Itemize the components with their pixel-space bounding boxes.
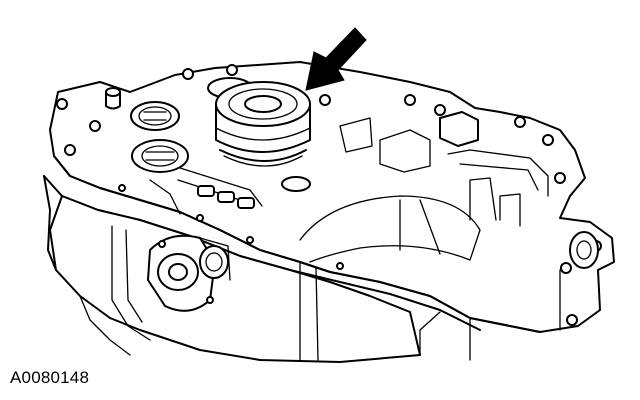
right-ribs xyxy=(339,111,549,227)
indicator-arrow xyxy=(305,27,367,91)
seal-housing xyxy=(215,81,311,167)
central-cavity xyxy=(281,176,481,263)
right-bore xyxy=(569,231,599,269)
bolt-bosses xyxy=(56,64,602,326)
dowel-post xyxy=(105,87,121,110)
figure-id-label: A0080148 xyxy=(10,368,90,387)
case-outline xyxy=(43,61,615,363)
shaft-bore xyxy=(147,234,231,312)
channels xyxy=(149,167,263,215)
